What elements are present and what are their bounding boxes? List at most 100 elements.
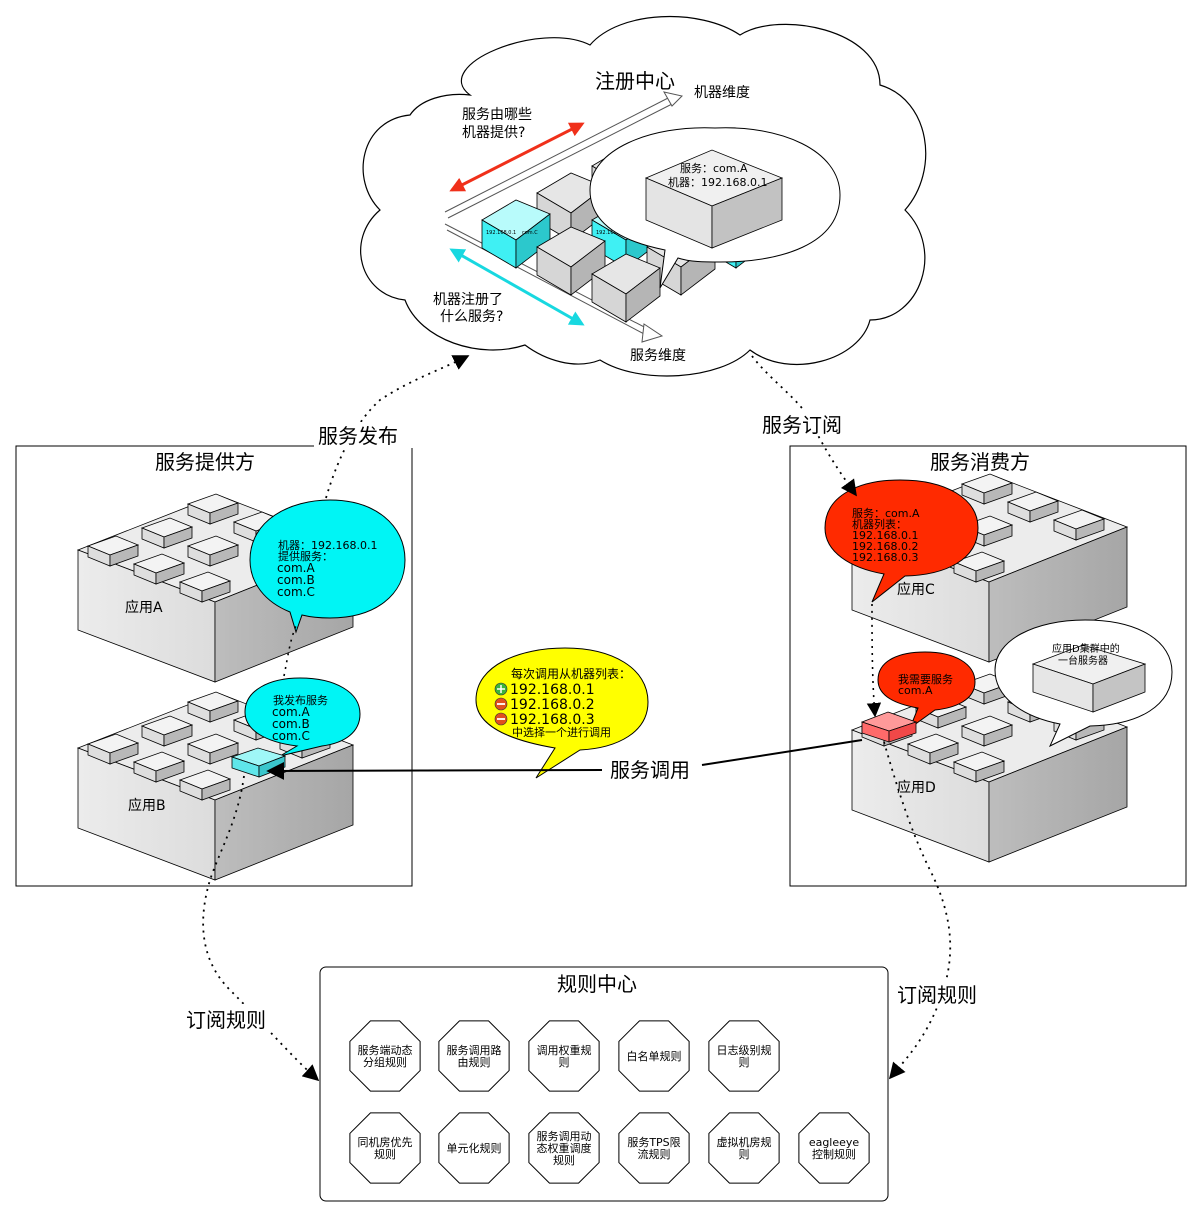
key-side <box>163 526 193 549</box>
key-side <box>1029 500 1059 523</box>
subscribe-label-bg <box>758 410 858 436</box>
key-side <box>209 502 239 525</box>
machines-question-arrow <box>449 122 585 192</box>
rule-label: 同机房优先 <box>358 1135 413 1149</box>
key-side <box>201 778 231 801</box>
app-b-label: 应用B <box>128 797 166 814</box>
consumer-bubble-c <box>824 479 979 603</box>
key-side <box>983 524 1013 547</box>
rule-label: 虚拟机房规 <box>717 1135 772 1149</box>
rule-label: 规则 <box>553 1153 575 1167</box>
key-side <box>937 706 967 729</box>
key-side <box>929 742 959 765</box>
provider-bubble-b <box>244 677 361 757</box>
consumer-local-flow <box>866 603 882 718</box>
rule-label: 流规则 <box>638 1147 671 1161</box>
service-dimension-label: 服务维度 <box>630 348 686 364</box>
rule-label: 日志级别规 <box>717 1043 772 1057</box>
rule-octagon <box>438 1020 510 1092</box>
subscribe-rules-left-arrow <box>202 775 320 1082</box>
machine-dimension-label: 机器维度 <box>694 85 750 101</box>
key-side <box>983 724 1013 747</box>
key-side <box>975 760 1005 783</box>
rule-octagon <box>349 1112 421 1184</box>
rule-octagon <box>708 1020 780 1092</box>
grid-cube-side <box>625 267 661 323</box>
registry-title: 注册中心 <box>595 69 675 93</box>
registry-bubble-text: 服务：com.A 机器：192.168.0.1 <box>668 162 767 189</box>
key-side <box>155 760 185 783</box>
subscribe-rules-right-arrow <box>883 741 952 1080</box>
rule-label: 态权重调度 <box>537 1141 592 1155</box>
key-side <box>1075 518 1105 541</box>
consumer-bubble-d-text: 我需要服务 com.A <box>898 673 957 697</box>
key-side <box>983 482 1013 505</box>
rule-label: 分组规则 <box>363 1055 407 1069</box>
provider-bubble-b-text: 我发布服务 com.A com.B com.C <box>272 693 332 743</box>
rule-label: 单元化规则 <box>447 1141 502 1155</box>
invoke-machine-ip: 192.168.0.1 <box>510 682 595 698</box>
rule-octagon <box>349 1020 421 1092</box>
key-side <box>209 544 239 567</box>
rule-label: 服务TPS限 <box>627 1136 680 1149</box>
key-side <box>155 562 185 585</box>
consumer-bubble-c-text: 服务：com.A 机器列表： 192.168.0.1 192.168.0.2 1… <box>852 507 923 564</box>
question-services-text: 机器注册了 什么服务? <box>433 292 507 325</box>
rule-label: 白名单规则 <box>627 1049 682 1063</box>
publish-label: 服务发布 <box>318 424 398 448</box>
base-side <box>214 744 354 881</box>
grid-cube-ip: 192.168.0.1 <box>596 230 626 236</box>
subscribe-rules-left-label: 订阅规则 <box>186 1008 266 1032</box>
rule-octagon <box>438 1112 510 1184</box>
rule-octagon <box>708 1112 780 1184</box>
rule-label: eagleeye <box>809 1136 860 1149</box>
rule-label: 则 <box>559 1056 570 1069</box>
publish-flow-arrow <box>325 355 470 499</box>
rule-label: 则 <box>739 1148 750 1161</box>
rule-octagon <box>528 1020 600 1092</box>
grid-cube-service: com.C <box>522 230 538 236</box>
rule-octagon <box>618 1020 690 1092</box>
rule-label: 服务调用动 <box>537 1130 592 1143</box>
grid-cube-ip: 192.168.0.1 <box>486 230 516 236</box>
consumer-title: 服务消费方 <box>930 450 1030 474</box>
provider-title: 服务提供方 <box>155 450 255 474</box>
rule-label: 服务端动态 <box>358 1044 413 1057</box>
subscribe-rules-left-bg <box>183 1004 281 1032</box>
invoke-bubble-footer: 中选择一个进行调用 <box>512 725 611 739</box>
base-side <box>988 726 1128 863</box>
rules-center-title: 规则中心 <box>557 972 637 996</box>
invoke-bubble <box>475 647 649 779</box>
invoke-label: 服务调用 <box>610 758 690 782</box>
rules-grid: 服务端动态分组规则服务调用路由规则调用权重规则白名单规则日志级别规则同机房优先规… <box>349 1020 870 1184</box>
consumer-bubble-d <box>877 651 976 730</box>
app-c-label: 应用C <box>897 581 935 598</box>
key-side <box>109 742 139 765</box>
subscribe-flow-arrow <box>751 355 857 497</box>
detail-cube-side <box>711 177 783 249</box>
server-bubble-text: 应用D集群中的 一台服务器 <box>1052 642 1123 667</box>
rule-octagon <box>618 1112 690 1184</box>
rule-label: 服务调用路 <box>447 1044 502 1057</box>
rule-octagon <box>798 1112 870 1184</box>
key-side <box>209 700 239 723</box>
app-d-label: 应用D <box>897 779 936 796</box>
provider-bubble-a-text: 机器：192.168.0.1 提供服务： com.A com.B com.C <box>277 538 381 599</box>
invoke-machine-ip: 192.168.0.2 <box>510 697 595 713</box>
question-machines-text: 服务由哪些 机器提供? <box>462 107 536 141</box>
invoke-flow-arrow <box>266 761 603 780</box>
subscribe-rules-right-bg <box>894 979 992 1007</box>
app-a-label: 应用A <box>125 599 163 616</box>
rule-label: 则 <box>739 1056 750 1069</box>
key-side <box>109 544 139 567</box>
subscribe-label: 服务订阅 <box>762 413 842 437</box>
key-side <box>163 724 193 747</box>
invoke-machine-ip: 192.168.0.3 <box>510 712 595 728</box>
key-side <box>201 580 231 603</box>
rule-label: 由规则 <box>458 1055 491 1069</box>
services-question-arrow <box>449 248 585 326</box>
server-cube <box>1031 644 1147 713</box>
key-side <box>975 560 1005 583</box>
